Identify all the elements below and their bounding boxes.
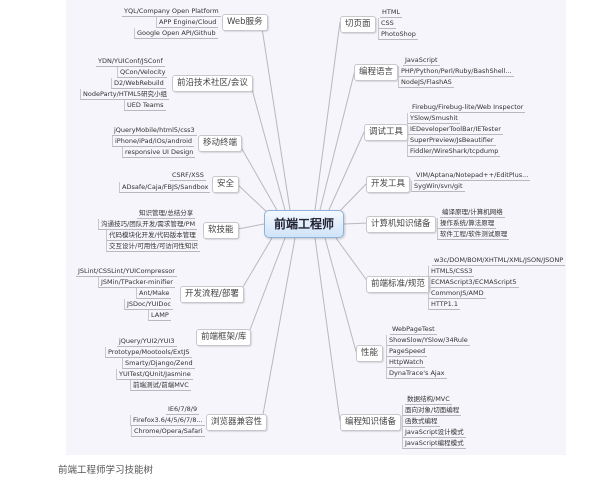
center-node[interactable]: 前端工程师 bbox=[264, 210, 344, 238]
branch-dev-tools[interactable]: 开发工具 bbox=[366, 176, 411, 193]
leaf-item: UED Teams bbox=[124, 100, 166, 111]
leaf-item: 面向对象/切面编程 bbox=[402, 405, 462, 416]
leaf-item: JSLint/CSSLint/YUICompressor bbox=[76, 267, 177, 277]
leaf-item: 代码模块化开发/代码版本管理 bbox=[106, 230, 198, 241]
leaf-item: PhotoShop bbox=[378, 29, 418, 40]
leaf-item: JSDoc/YUIDoc bbox=[124, 299, 173, 310]
branch-web-services[interactable]: Web服务 bbox=[222, 14, 268, 31]
leaf-item: LAMP bbox=[148, 310, 171, 321]
leaf-item: jQuery/YUI2/YUI3 bbox=[117, 337, 177, 347]
branch-security[interactable]: 安全 bbox=[212, 176, 240, 193]
leaf-item: 软件工程/软件测试原理 bbox=[437, 229, 510, 240]
leaf-item: CommonJS/AMD bbox=[428, 288, 486, 299]
leaf-item: YDN/YUIConf/JSConf bbox=[96, 57, 165, 67]
leaf-item: JavaScript编程模式 bbox=[402, 438, 466, 449]
leaf-item: PHP/Python/Perl/Ruby/BashShell... bbox=[398, 66, 514, 77]
leaf-item: HttpWatch bbox=[386, 357, 426, 368]
branch-soft-skills[interactable]: 软技能 bbox=[203, 222, 239, 239]
leaf-item: Ant/Make bbox=[136, 288, 172, 299]
leaf-item: Prototype/Mootools/ExtJS bbox=[105, 347, 192, 358]
leaf-item: HTML5/CSS3 bbox=[428, 266, 475, 277]
branch-programming-knowledge[interactable]: 编程知识储备 bbox=[340, 414, 402, 431]
leaf-item: JavaScript设计模式 bbox=[402, 427, 466, 438]
leaf-item: responsive UI Design bbox=[122, 147, 196, 158]
leaf-item: JSMin/TPacker-minifier bbox=[98, 277, 175, 288]
leaf-item: D2/WebRebuild bbox=[111, 78, 166, 89]
leaf-item: iPhone/iPad/iOs/android bbox=[112, 136, 195, 147]
leaf-item: 操作系统/算法原理 bbox=[437, 218, 497, 229]
leaf-item: Firebug/Firebug-lite/Web Inspector bbox=[410, 103, 526, 113]
leaf-item: JavaScript bbox=[403, 56, 440, 66]
leaf-item: PageSpeed bbox=[386, 346, 428, 357]
leaf-item: IEDeveloperToolBar/IETester bbox=[407, 124, 503, 135]
branch-standards[interactable]: 前端标准/规范 bbox=[366, 276, 430, 293]
branch-debug-tools[interactable]: 调试工具 bbox=[364, 124, 409, 141]
branch-browser-compat[interactable]: 浏览器兼容性 bbox=[206, 414, 268, 431]
branch-frameworks[interactable]: 前端框架/库 bbox=[196, 329, 252, 346]
leaf-item: Smarty/Django/Zend bbox=[122, 358, 195, 369]
leaf-item: NodeParty/HTML5研究小组 bbox=[80, 89, 170, 100]
leaf-item: YUITest/QUnit/Jasmine bbox=[116, 369, 193, 380]
leaf-item: CSS bbox=[378, 18, 396, 29]
leaf-item: 函数式编程 bbox=[402, 416, 440, 427]
branch-languages[interactable]: 编程语言 bbox=[354, 64, 399, 81]
leaf-item: ShowSlow/YSlow/34Rule bbox=[386, 335, 470, 346]
leaf-item: SygWin/svn/git bbox=[411, 181, 465, 192]
leaf-item: Fiddler/WireShark/tcpdump bbox=[407, 146, 501, 157]
leaf-item: WebPageTest bbox=[390, 325, 437, 335]
leaf-item: CSRF/XSS bbox=[170, 171, 206, 181]
leaf-item: 知识管理/总结分享 bbox=[137, 209, 196, 219]
branch-mobile[interactable]: 移动终端 bbox=[198, 135, 243, 152]
leaf-item: YSlow/Smushit bbox=[407, 113, 460, 124]
leaf-item: IE6/7/8/9 bbox=[166, 405, 200, 415]
leaf-item: Firefox3.6/4/5/6/7/8... bbox=[130, 415, 205, 426]
leaf-item: jQueryMobile/html5/css3 bbox=[112, 126, 197, 136]
leaf-item: 交互设计/可用性/可访问性知识 bbox=[106, 241, 200, 252]
leaf-item: SuperPreview/JsBeautifier bbox=[407, 135, 496, 146]
leaf-item: HTML bbox=[380, 8, 403, 18]
image-caption: 前端工程师学习技能树 bbox=[58, 465, 154, 476]
branch-page-slicing[interactable]: 切页面 bbox=[340, 16, 376, 33]
branch-performance[interactable]: 性能 bbox=[356, 345, 384, 362]
branch-dev-process[interactable]: 开发流程/部署 bbox=[180, 286, 244, 303]
leaf-item: 数据结构/MVC bbox=[405, 395, 452, 405]
leaf-item: APP Engine/Cloud bbox=[156, 17, 219, 28]
leaf-item: ECMAScript3/ECMAScript5 bbox=[428, 277, 519, 288]
leaf-item: QCon/Velocity bbox=[117, 67, 168, 78]
branch-frontier-community[interactable]: 前沿技术社区/会议 bbox=[172, 75, 253, 92]
leaf-item: Google Open API/Github bbox=[134, 28, 218, 39]
leaf-item: 编译原理/计算机网络 bbox=[440, 208, 505, 218]
leaf-item: Chrome/Opera/Safari bbox=[131, 426, 205, 437]
leaf-item: w3c/DOM/BOM/XHTML/XML/JSON/JSONP bbox=[432, 256, 566, 266]
leaf-item: 前端测试/前端MVC bbox=[130, 380, 191, 391]
leaf-item: DynaTrace's Ajax bbox=[386, 368, 447, 379]
branch-cs-knowledge[interactable]: 计算机知识储备 bbox=[366, 216, 436, 233]
leaf-item: 沟通技巧/团队开发/需求管理/PM bbox=[98, 219, 198, 230]
leaf-item: VIM/Aptana/Notepad++/EditPlus... bbox=[414, 171, 531, 181]
leaf-item: NodeJS/FlashAS bbox=[398, 77, 454, 88]
leaf-item: ADsafe/Caja/FBJS/Sandbox bbox=[119, 182, 211, 193]
leaf-item: YQL/Company Open Platform bbox=[122, 7, 221, 17]
leaf-item: HTTP1.1 bbox=[428, 299, 460, 310]
